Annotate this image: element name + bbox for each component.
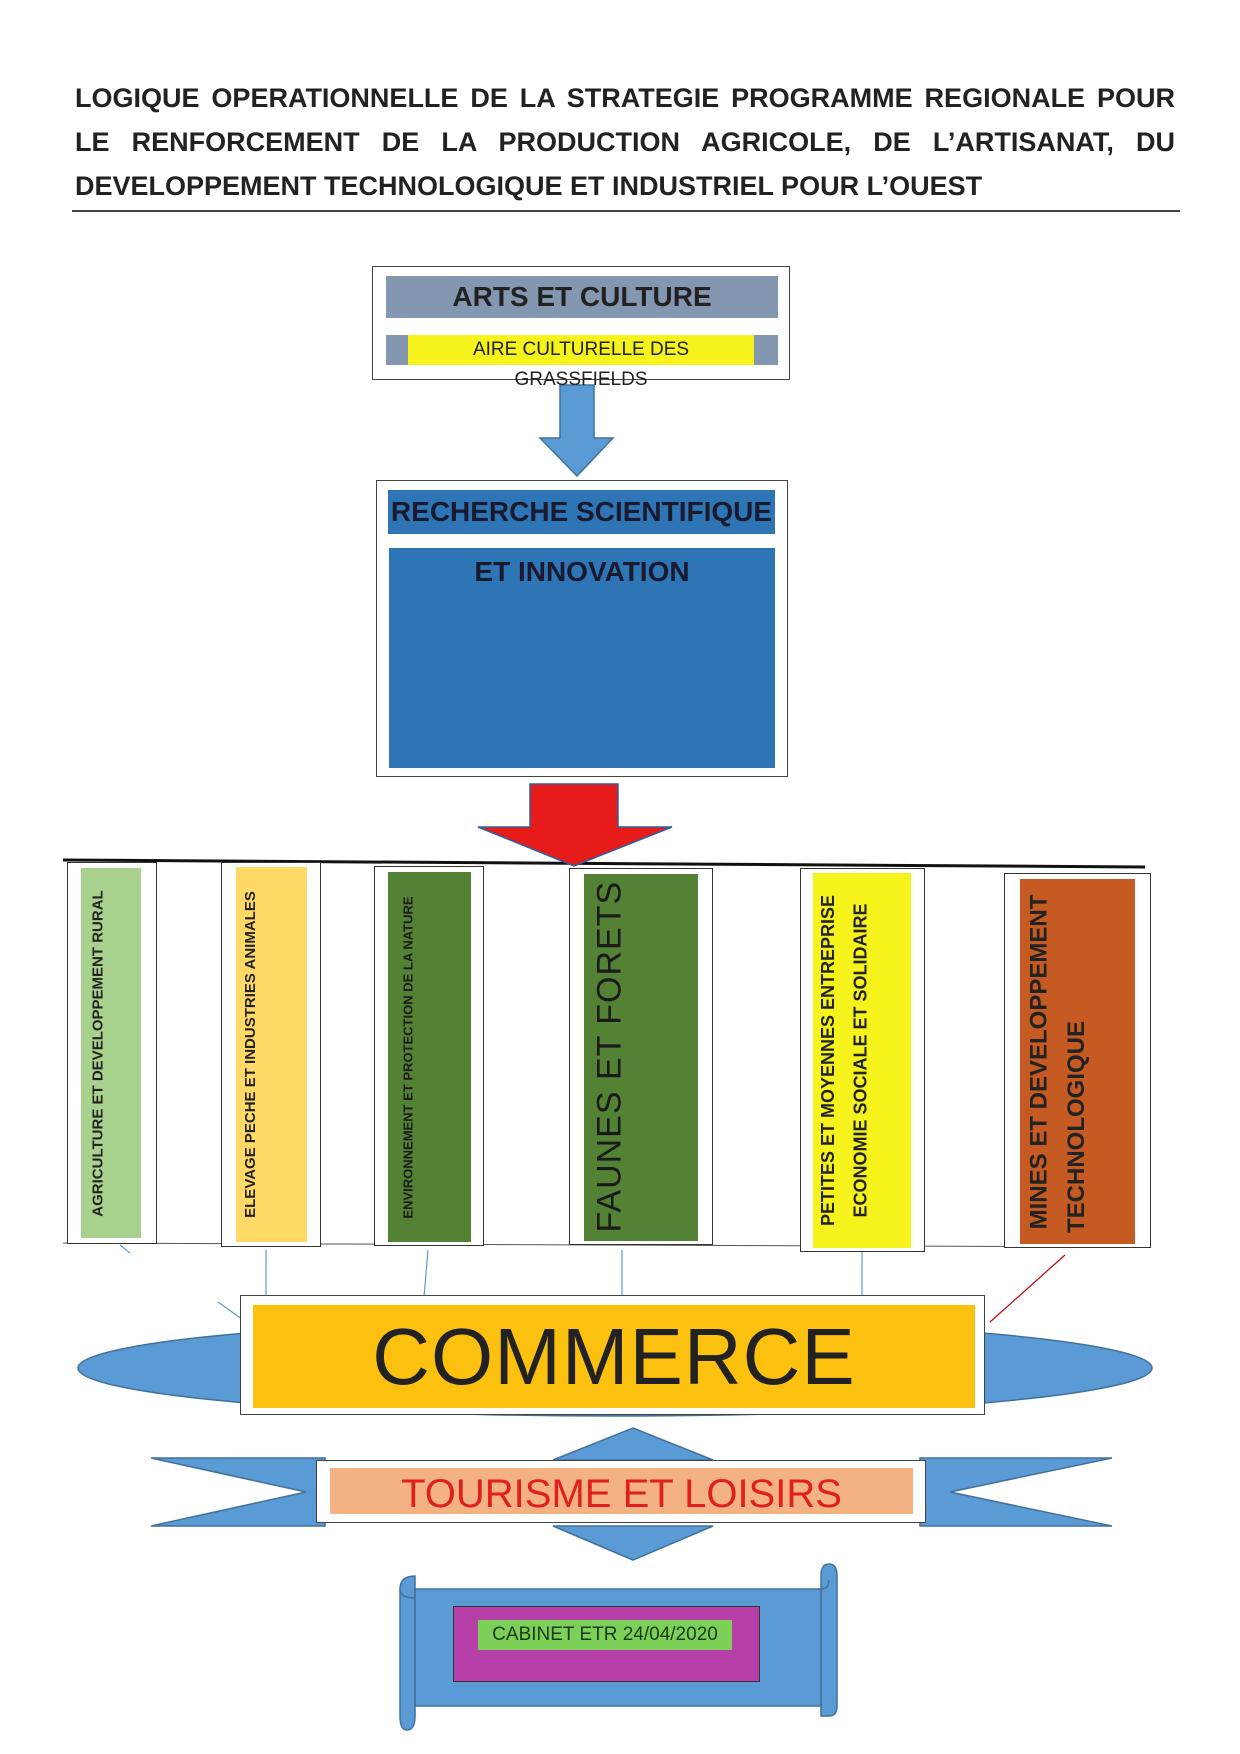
tourisme-ribbon-right	[919, 1457, 1113, 1527]
tourisme-ribbon	[150, 1457, 326, 1527]
commerce-fill	[253, 1305, 975, 1408]
recherche-heading: RECHERCHE SCIENTIFIQUE	[388, 490, 775, 534]
column-agriculture-label: AGRICULTURE ET DEVELOPPEMENT RURAL	[90, 889, 107, 1217]
arrow-down-blue-icon	[538, 384, 615, 478]
arrow-down-red-icon	[477, 783, 673, 867]
arts-culture-subheading: AIRE CULTURELLE DES GRASSFIELDS	[408, 335, 754, 390]
tourisme-arrow-up	[552, 1427, 714, 1461]
column-fill-faunes	[584, 874, 698, 1241]
recherche-body	[389, 548, 775, 768]
column-faunes-label: FAUNES ET FORETS	[590, 880, 629, 1233]
title-underline	[72, 210, 1180, 212]
connector-line-red	[989, 1254, 1066, 1323]
column-pme-label-line1: PETITES ET MOYENNES ENTREPRISE	[818, 894, 839, 1227]
column-environnement: ENVIRONNEMENT ET PROTECTION DE LA NATURE	[388, 872, 428, 1242]
column-environnement-label: ENVIRONNEMENT ET PROTECTION DE LA NATURE	[400, 895, 416, 1219]
column-mines-line2: TECHNOLOGIQUE	[1058, 879, 1096, 1244]
commerce-label: COMMERCE	[372, 1312, 856, 1401]
columns-top-line	[62, 858, 1146, 869]
column-fill-environnement	[388, 872, 471, 1242]
column-pme-label-line2: ECONOMIE SOCIALE ET SOLIDAIRE	[850, 903, 871, 1218]
page-title: LOGIQUE OPERATIONNELLE DE LA STRATEGIE P…	[75, 83, 1175, 201]
column-mines-line1: MINES ET DEVELOPPEMENT	[1020, 879, 1058, 1244]
cabinet-label: CABINET ETR 24/04/2020	[478, 1620, 732, 1650]
arts-culture-heading: ARTS ET CULTURE	[386, 276, 778, 318]
column-fill-mines	[1020, 879, 1135, 1244]
tourisme-label: TOURISME ET LOISIRS	[401, 1472, 842, 1516]
tourisme-arrow-down	[552, 1525, 714, 1561]
column-fill-pme	[813, 873, 911, 1248]
column-pme-line2: ECONOMIE SOCIALE ET SOLIDAIRE	[845, 873, 877, 1248]
column-mines-label-line2: TECHNOLOGIQUE	[1063, 1020, 1091, 1233]
column-fill-elevage	[236, 867, 307, 1242]
column-agriculture: AGRICULTURE ET DEVELOPPEMENT RURAL	[81, 868, 116, 1238]
column-pme-line1: PETITES ET MOYENNES ENTREPRISE	[813, 873, 845, 1248]
tourisme-fill	[330, 1468, 913, 1514]
column-faunes: FAUNES ET FORETS	[584, 874, 636, 1241]
column-elevage-label: ELEVAGE PECHE ET INDUSTRIES ANIMALES	[241, 891, 259, 1218]
column-mines-label-line1: MINES ET DEVELOPPEMENT	[1025, 894, 1052, 1229]
recherche-subheading: ET INNOVATION	[474, 556, 690, 587]
column-fill-agriculture	[81, 868, 141, 1238]
column-elevage: ELEVAGE PECHE ET INDUSTRIES ANIMALES	[236, 867, 264, 1242]
